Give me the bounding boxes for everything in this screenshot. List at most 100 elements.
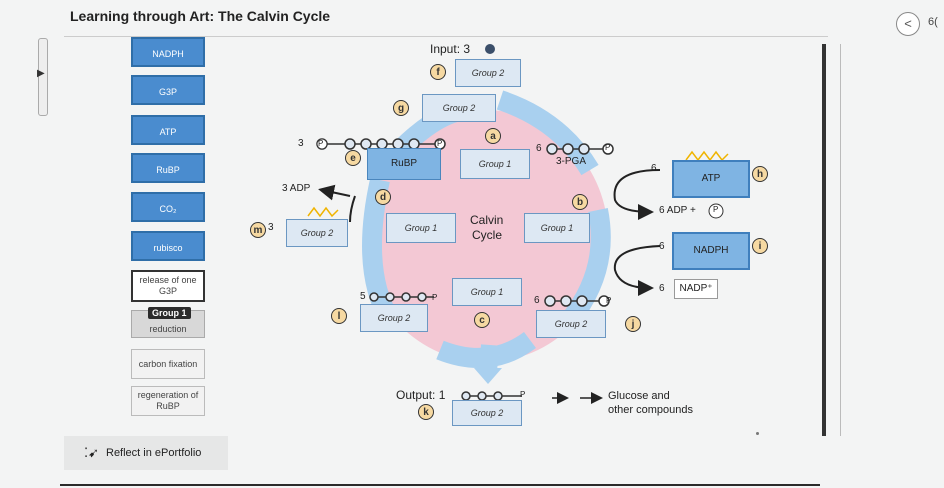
drop-zone-label: Group 1 (404, 223, 438, 233)
input-label: Input: 3 (430, 42, 471, 56)
marker-k: k (418, 404, 434, 420)
drop-zone-label: Group 1 (540, 223, 574, 233)
phosphate-label: P (432, 293, 438, 302)
term-g3p[interactable]: G3P (131, 75, 205, 105)
nadp-box: NADP⁺ (674, 279, 718, 299)
term-carbon-fixation[interactable]: carbon fixation (131, 349, 205, 379)
cycle-arrow-segment (562, 208, 611, 327)
drop-zone-k[interactable]: Group 2 (452, 400, 522, 426)
drop-zone-l[interactable]: Group 2 (360, 304, 428, 332)
drop-zone-label: Group 1 (470, 287, 504, 297)
adp-label: 3 ADP (282, 183, 311, 194)
marker-m: m (250, 222, 266, 238)
phosphate-label: P (318, 139, 324, 148)
back-button[interactable]: < (896, 12, 920, 36)
term-atp[interactable]: ATP (131, 115, 205, 145)
term-label: regeneration of RuBP (137, 390, 199, 411)
term-rubp[interactable]: RuBP (131, 153, 205, 183)
atp-count-3: 3 (268, 222, 274, 233)
cycle-label-2: Cycle (472, 228, 503, 242)
cycle-arrow-segment (496, 90, 599, 176)
phosphate-icon (708, 203, 724, 219)
share-icon: ⁚➹ (84, 445, 100, 460)
g3p-molecule-chain-6 (544, 295, 610, 307)
nadp-count: 6 (659, 283, 665, 294)
rubp-box: RuBP (367, 148, 441, 180)
drop-zone-label: Group 2 (554, 319, 588, 329)
term-label: carbon fixation (138, 358, 198, 369)
glucose-label-2: other compounds (608, 404, 693, 416)
term-rubisco[interactable]: rubisco (131, 231, 205, 261)
output-label: Output: 1 (396, 388, 446, 402)
term-nadph[interactable]: NADPH (131, 37, 205, 67)
adp-arrow (349, 195, 356, 223)
term-regeneration-rubp[interactable]: regeneration of RuBP (131, 386, 205, 416)
glucose-label-1: Glucose and (608, 390, 670, 402)
panel-edge (840, 44, 841, 436)
marker-e: e (345, 150, 361, 166)
g3p-count-6: 6 (534, 295, 540, 306)
output-arrow-head (474, 368, 502, 384)
marker-f: f (430, 64, 446, 80)
drop-zone-b[interactable]: Group 1 (524, 213, 590, 243)
term-release-g3p[interactable]: release of one G3P (131, 270, 205, 302)
reflect-eportfolio-button[interactable]: ⁚➹ Reflect in ePortfolio (64, 436, 228, 470)
marker-i: i (752, 238, 768, 254)
pga-molecule-chain (546, 143, 614, 155)
term-label: release of one G3P (139, 275, 197, 296)
activity-panel (64, 36, 828, 437)
drop-zone-label: Group 2 (377, 313, 411, 323)
page-number-fragment: 6( (928, 16, 938, 28)
drop-zone-j[interactable]: Group 2 (536, 310, 606, 338)
drop-zone-a[interactable]: Group 1 (460, 149, 530, 179)
drop-zone-f[interactable]: Group 2 (455, 59, 521, 87)
phosphate-label: P (437, 139, 443, 148)
marker-h: h (752, 166, 768, 182)
adp-arrow-head (318, 184, 351, 201)
nadph-loop-arrow (613, 245, 661, 296)
drop-zone-label: Group 1 (478, 159, 512, 169)
phosphate-label: P (606, 296, 612, 305)
nadph-box: NADPH (672, 232, 750, 270)
marker-g: g (393, 100, 409, 116)
decorative-dot (756, 432, 759, 435)
g3p-output-chain (461, 391, 522, 401)
page-title: Learning through Art: The Calvin Cycle (70, 8, 331, 24)
drop-zone-c[interactable]: Group 1 (452, 278, 522, 306)
pga-label: 3-PGA (556, 156, 587, 167)
marker-a: a (485, 128, 501, 144)
adp-p-label: 6 ADP + (659, 205, 696, 216)
drop-zone-label: Group 2 (300, 228, 334, 238)
dragged-label-tag[interactable]: Group 1 (148, 307, 191, 319)
marker-b: b (572, 194, 588, 210)
marker-c: c (474, 312, 490, 328)
marker-j: j (625, 316, 641, 332)
play-arrow-icon[interactable]: ▶ (37, 68, 45, 79)
term-co2[interactable]: CO₂ (131, 192, 205, 222)
atp-count-6: 6 (651, 163, 657, 174)
sidebar-toggle-handle[interactable] (38, 38, 48, 116)
energy-spark-icon (307, 150, 729, 218)
phosphate-label: P (713, 205, 719, 214)
phosphate-icon (316, 138, 328, 150)
drop-zone-label: Group 2 (471, 68, 505, 78)
drop-zone-d[interactable]: Group 1 (386, 213, 456, 243)
bottom-divider (60, 484, 820, 486)
panel-divider (822, 44, 826, 436)
marker-l: l (331, 308, 347, 324)
marker-d: d (375, 189, 391, 205)
drop-zone-g[interactable]: Group 2 (422, 94, 496, 122)
chevron-left-icon: < (904, 16, 912, 31)
rubp-count: 3 (298, 138, 304, 149)
atp-box: ATP (672, 160, 750, 198)
drop-zone-label: Group 2 (470, 408, 504, 418)
g3p-molecule-chain-5 (369, 292, 434, 302)
phosphate-label: P (520, 390, 526, 399)
reflect-label: Reflect in ePortfolio (106, 447, 202, 459)
phosphate-label: P (605, 143, 611, 152)
atp-loop-arrow (613, 169, 661, 220)
cycle-label-1: Calvin (470, 213, 504, 227)
drop-zone-m[interactable]: Group 2 (286, 219, 348, 247)
g3p-count-5: 5 (360, 291, 366, 302)
output-arrow (479, 344, 499, 373)
